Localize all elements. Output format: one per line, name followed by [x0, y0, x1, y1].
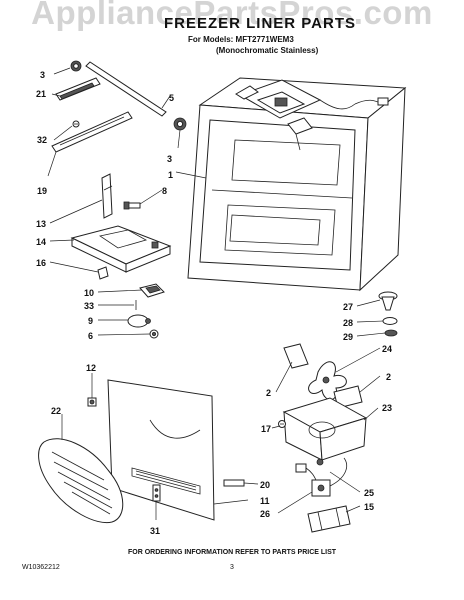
part-11-evaporator-cover: [107, 379, 215, 521]
callout-15: 15: [364, 502, 374, 512]
part-32-screw: [72, 120, 80, 128]
callout-13: 13: [36, 219, 46, 229]
document-code: W10362212: [22, 564, 60, 571]
part-16-clip: [97, 266, 109, 280]
callout-27: 27: [343, 302, 353, 312]
callout-11: 11: [260, 496, 270, 506]
callout-20: 20: [260, 480, 270, 490]
diagram-title: FREEZER LINER PARTS: [163, 15, 357, 32]
page-number: 3: [230, 564, 234, 571]
part-20-strip: [223, 479, 245, 487]
callout-32: 32: [37, 135, 47, 145]
leader-lines: [47, 67, 386, 520]
part-8-screw: [123, 201, 141, 210]
part-15-bracket: [307, 505, 351, 533]
callout-26: 26: [260, 509, 270, 519]
part-17-screw: [278, 420, 286, 428]
callout-29: 29: [343, 332, 353, 342]
callout-24: 24: [382, 344, 392, 354]
callout-6: 6: [88, 331, 93, 341]
callout-19: 19: [37, 186, 47, 196]
part-5-rod: [85, 61, 167, 117]
callout-12: 12: [86, 363, 96, 373]
part-31-clip: [152, 484, 161, 502]
callout-8: 8: [162, 186, 167, 196]
callout-21: 21: [36, 89, 46, 99]
part-9-motor: [127, 314, 151, 328]
part-14-tray: [70, 225, 172, 273]
part-24-fan-blade: [308, 361, 347, 400]
part-28-washer: [382, 317, 398, 325]
part-6-gear: [149, 329, 159, 339]
part-25-grommet: [316, 458, 324, 466]
part-12-screw: [87, 397, 97, 407]
callout-5: 5: [169, 93, 174, 103]
part-23-fan-housing: [282, 397, 368, 461]
callout-17: 17: [261, 424, 271, 434]
callout-labels: 3 21 5 32 3 19 1 8 13 14 16 10 33 9 6 27…: [36, 70, 392, 536]
watermark: AppliancePartsPros.com: [31, 0, 433, 31]
callout-3-top: 3: [40, 70, 45, 80]
part-27-knob: [378, 291, 398, 311]
callout-33: 33: [84, 301, 94, 311]
callout-10: 10: [84, 288, 94, 298]
models-line: For Models: MFT2771WEM3: [188, 35, 294, 44]
callout-28: 28: [343, 318, 353, 328]
callout-2-left: 2: [266, 388, 271, 398]
callout-25: 25: [364, 488, 374, 498]
part-3-gear: [173, 117, 187, 131]
callout-9: 9: [88, 316, 93, 326]
part-2-foam-upper: [283, 343, 309, 369]
callout-16: 16: [36, 258, 46, 268]
freezer-liner: [187, 77, 407, 292]
part-29-seal: [384, 329, 398, 337]
models-note: (Monochromatic Stainless): [216, 46, 319, 55]
callout-23: 23: [382, 403, 392, 413]
callout-3-mid: 3: [167, 154, 172, 164]
part-22-grille: [38, 438, 124, 524]
callout-22: 22: [51, 406, 61, 416]
part-13-bracket: [101, 173, 113, 219]
callout-14: 14: [36, 237, 46, 247]
callout-2-right: 2: [386, 372, 391, 382]
callout-1: 1: [168, 170, 173, 180]
part-26-fan-motor: [295, 457, 347, 497]
part-3-knob: [70, 60, 82, 72]
callout-31: 31: [150, 526, 160, 536]
ordering-info-footer: FOR ORDERING INFORMATION REFER TO PARTS …: [127, 549, 337, 556]
part-10-block: [139, 283, 165, 298]
